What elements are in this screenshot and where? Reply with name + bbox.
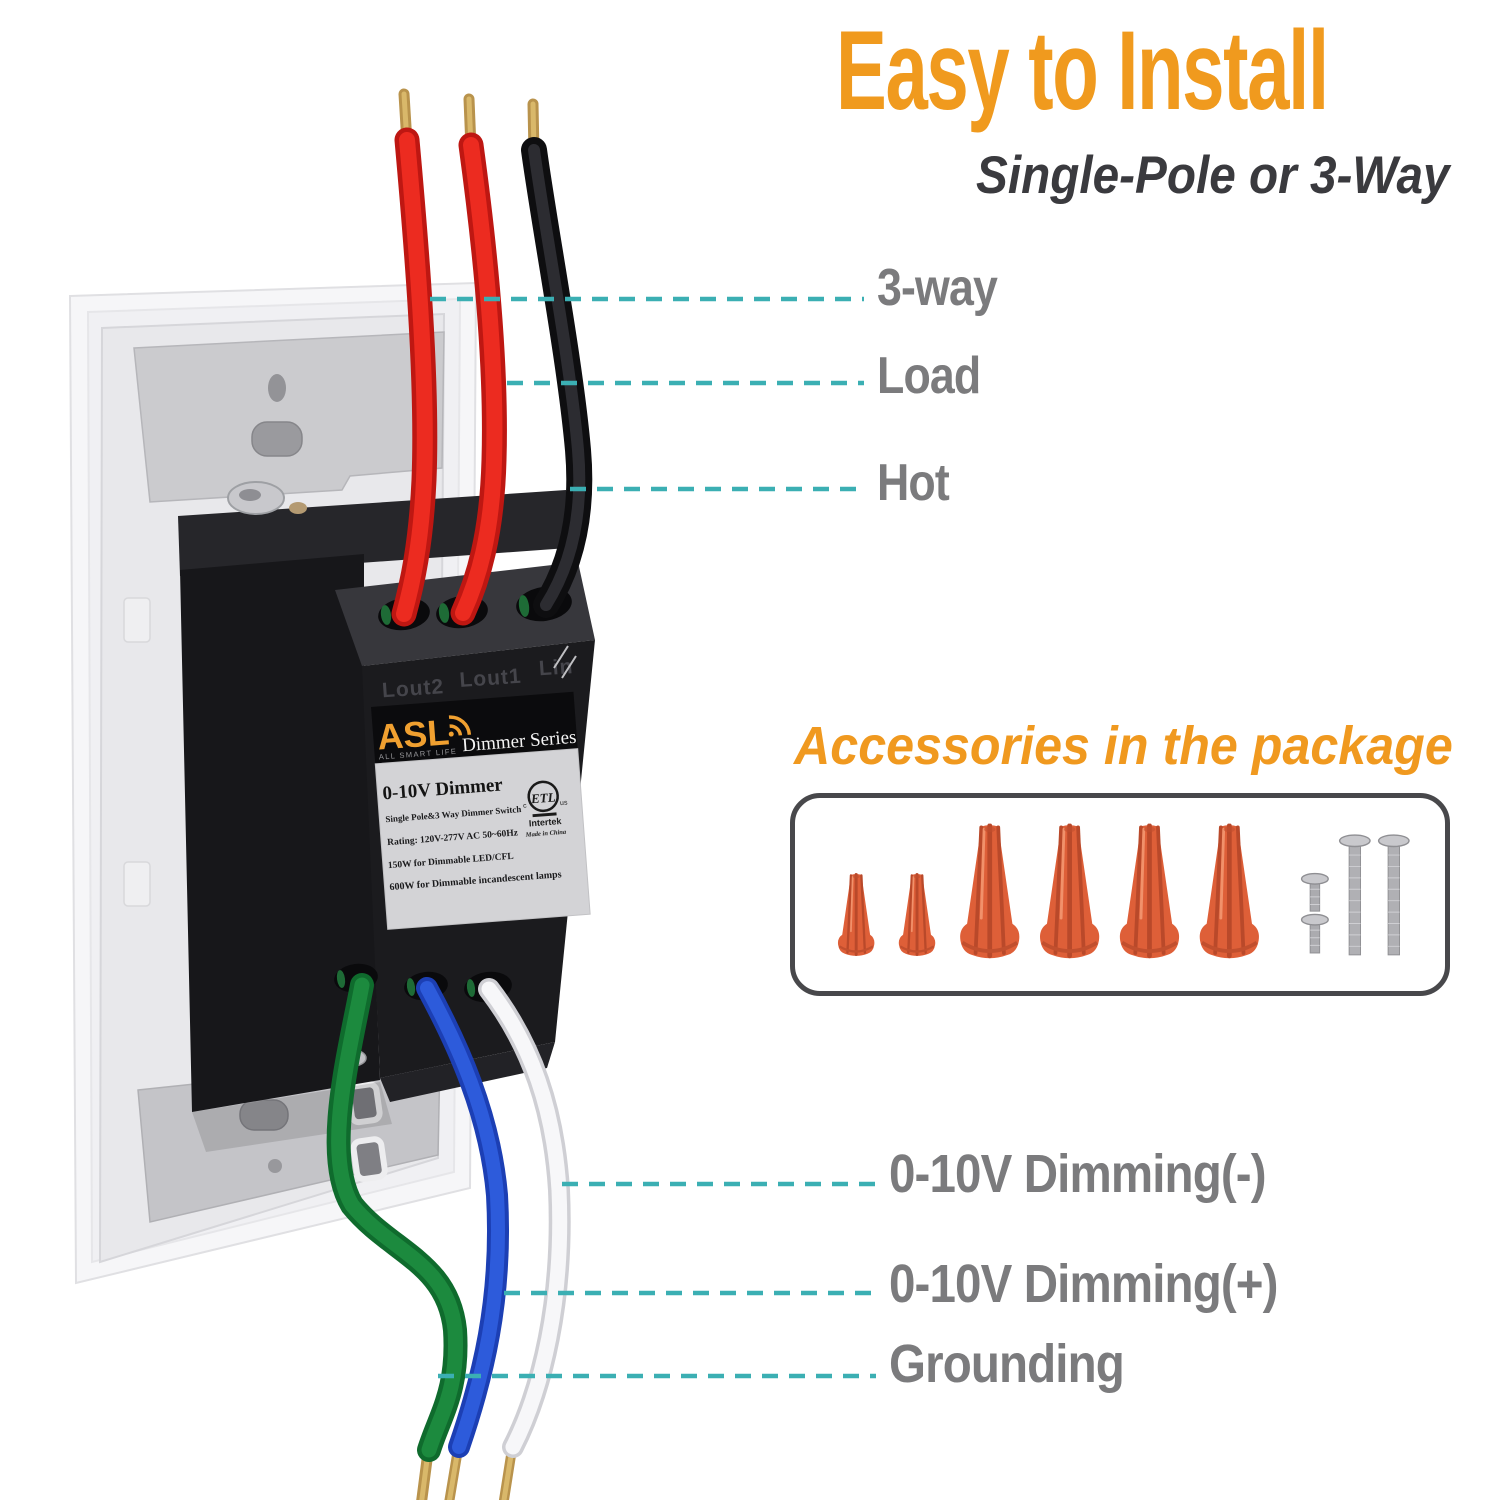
callout-3way: 3-way xyxy=(877,259,998,317)
etl-certification-mark: ETL c us Intertek Made in China xyxy=(523,780,568,839)
short-screw xyxy=(1300,913,1329,954)
plate-tab xyxy=(123,861,151,907)
sticker-body xyxy=(374,748,591,930)
wifi-arcs-icon xyxy=(448,715,472,737)
callout-dim-plus: 0-10V Dimming(+) xyxy=(889,1254,1278,1314)
cert-mark-text: ETL xyxy=(529,789,556,806)
cert-c: c xyxy=(523,803,528,810)
wires xyxy=(326,88,593,1500)
page-subtitle: Single-Pole or 3-Way xyxy=(976,146,1450,205)
short-screw xyxy=(1300,872,1329,912)
callout-hot: Hot xyxy=(877,454,950,512)
strap-oval-hole xyxy=(268,374,286,402)
large-wire-nut xyxy=(1200,825,1259,958)
accessories-items xyxy=(836,798,1410,991)
large-wire-nut xyxy=(960,825,1019,958)
white-dim-minus-wire xyxy=(478,978,571,1500)
long-screw xyxy=(1377,834,1410,956)
leader-lines xyxy=(430,296,876,1379)
large-wire-nut xyxy=(1120,825,1179,958)
callout-load: Load xyxy=(877,347,981,405)
brand-logo-text: ASL xyxy=(376,711,451,757)
port-label-lout2: Lout2 xyxy=(381,675,445,702)
plate-tab xyxy=(123,597,151,643)
large-wire-nut xyxy=(1040,825,1099,958)
cert-origin: Made in China xyxy=(525,829,568,839)
red-load-wire xyxy=(450,93,507,626)
strap-round-hole xyxy=(268,1159,282,1173)
cert-divider xyxy=(532,812,557,818)
product-sticker: ASL ALL SMART LIFE Dimmer Series 0-10V D… xyxy=(371,691,591,930)
black-hot-wire xyxy=(521,98,593,618)
green-ground-wire xyxy=(326,973,468,1500)
callout-grounding: Grounding xyxy=(889,1334,1125,1394)
strap-clip xyxy=(350,1136,388,1182)
module-side xyxy=(180,554,380,1112)
page-title: Easy to Install xyxy=(836,8,1329,133)
strap-slot-hole xyxy=(251,421,303,457)
sticker-header-band xyxy=(371,691,578,764)
accessories-box xyxy=(790,793,1450,996)
port-label-lout1: Lout1 xyxy=(459,665,523,692)
cert-us: us xyxy=(560,800,568,808)
scratch-marks xyxy=(553,645,577,679)
blue-dim-plus-wire xyxy=(416,977,510,1500)
mounting-strap-top xyxy=(133,331,445,503)
red-3way-wire xyxy=(391,88,438,627)
accessories-title: Accessories in the package xyxy=(794,716,1453,776)
small-wire-nut xyxy=(897,873,937,957)
cert-company: Intertek xyxy=(529,816,563,828)
small-wire-nut xyxy=(836,873,876,957)
strap-slot-hole xyxy=(239,1099,289,1131)
long-screw xyxy=(1338,834,1371,956)
callout-dim-minus: 0-10V Dimming(-) xyxy=(889,1144,1267,1204)
port-labels: Lout2 Lout1 Lin xyxy=(381,655,574,702)
mounting-screw-top xyxy=(227,481,307,515)
